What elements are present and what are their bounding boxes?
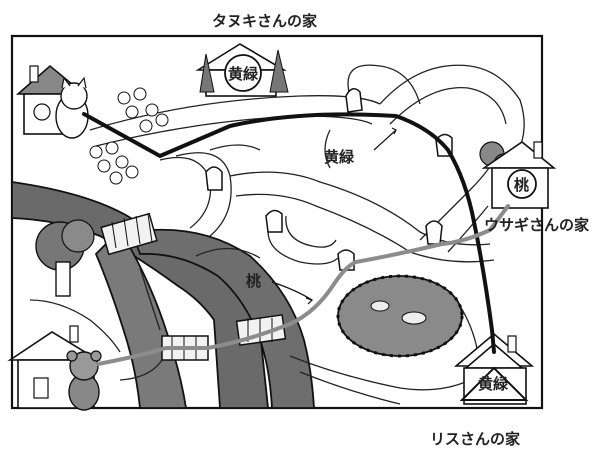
tanuki-house-label: タヌキさんの家	[212, 12, 318, 30]
decorations	[35, 87, 515, 297]
usagi-house-badge: 桃	[514, 176, 530, 194]
tanuki-house-badge: 黄緑	[228, 65, 259, 83]
tree-icon	[35, 219, 95, 297]
route-label-peach: 桃	[246, 272, 262, 290]
maze-paths	[29, 64, 525, 405]
usagi-house-icon	[481, 141, 557, 209]
risu-house-badge: 黄緑	[478, 375, 509, 393]
route-yellow-green	[82, 112, 496, 354]
pond	[336, 274, 464, 358]
usagi-house-label: ウサギさんの家	[484, 216, 590, 234]
route-label-yellow-green: 黄緑	[324, 148, 355, 166]
fish-icon	[401, 311, 427, 325]
bear-icon	[66, 350, 102, 411]
arrow-peach-icon	[271, 281, 313, 301]
fish-icon	[370, 300, 390, 312]
arrow-yellow-green-icon	[373, 129, 397, 151]
route-peach	[96, 204, 510, 366]
tanuki-icon	[55, 76, 89, 139]
top-house-icon	[195, 43, 289, 97]
flower-cluster-icon	[89, 87, 169, 185]
risu-house-label: リスさんの家	[430, 430, 521, 448]
